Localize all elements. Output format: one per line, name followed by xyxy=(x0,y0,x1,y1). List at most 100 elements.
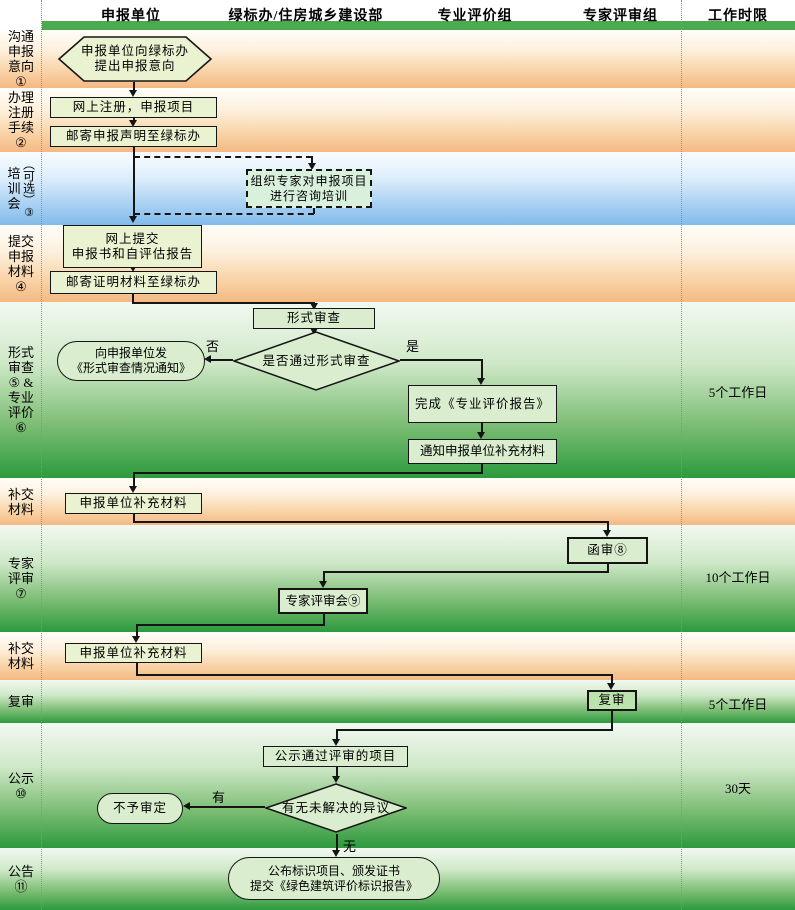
time-limit-re-review: 5个工作日 xyxy=(708,697,768,712)
flow-arrow xyxy=(332,776,340,783)
node-training-dashed: 组织专家对申报项目 进行咨询培训 xyxy=(246,169,372,208)
node-supplement-1: 申报单位补充材料 xyxy=(65,493,202,514)
flow-line xyxy=(136,624,138,637)
row-label-publicity: 公示 ⑩ xyxy=(7,770,34,801)
row-label-expert-review: 专家 评审 ⑦ xyxy=(7,556,34,601)
flow-line xyxy=(481,359,483,379)
node-formal-review: 形式审查 xyxy=(253,308,375,329)
row-label-training: 培 训 会 （可选）③ xyxy=(0,152,42,225)
flow-line xyxy=(481,464,483,474)
flow-arrow xyxy=(183,802,190,810)
node-letter-review: 函审⑧ xyxy=(567,537,648,564)
flow-line xyxy=(323,614,325,626)
flow-line xyxy=(136,674,613,676)
row-label-training-main: 培 训 会 xyxy=(7,166,21,211)
flow-arrow xyxy=(129,486,137,493)
flow-line xyxy=(136,624,325,626)
node-intent-text: 申报单位向绿标办 提出申报意向 xyxy=(80,44,189,73)
flow-line-dashed xyxy=(134,213,314,215)
flow-line xyxy=(611,674,613,684)
flow-arrow xyxy=(607,683,615,690)
time-limit-expert-review: 10个工作日 xyxy=(705,570,771,585)
flow-arrow xyxy=(477,378,485,385)
node-submit-online: 网上提交 申报书和自评估报告 xyxy=(63,225,202,268)
row-bg-expert-review xyxy=(0,525,795,632)
flow-line xyxy=(336,729,338,740)
diamond-shape xyxy=(265,783,407,833)
flow-line xyxy=(132,294,134,304)
flow-line xyxy=(136,663,138,676)
edge-label-no-objection: 无 xyxy=(343,839,357,854)
flow-line xyxy=(132,302,315,304)
row-label-supplement2: 补交 材料 xyxy=(7,641,34,671)
flow-line xyxy=(133,521,609,523)
row-bg-formal-review xyxy=(0,302,795,478)
flow-arrow xyxy=(332,850,340,857)
flow-arrow xyxy=(129,90,137,97)
row-label-register: 办理 注册 手续 ② xyxy=(7,90,34,150)
node-publicity: 公示通过评审的项目 xyxy=(263,746,408,767)
row-label-re-review: 复审 xyxy=(7,694,34,709)
flow-arrow xyxy=(319,581,327,588)
flow-arrow xyxy=(132,636,140,643)
node-expert-meeting: 专家评审会⑨ xyxy=(278,588,368,614)
flow-arrow xyxy=(477,432,485,439)
column-header-time-limit: 工作时限 xyxy=(708,9,768,24)
edge-label-no: 否 xyxy=(206,339,220,354)
hexagon-shape xyxy=(57,36,213,82)
flow-line xyxy=(133,147,135,216)
row-label-training-optional: （可选）③ xyxy=(21,158,36,219)
time-limit-publicity: 30天 xyxy=(724,781,751,796)
node-formal-notice: 向申报单位发 《形式审查情况通知》 xyxy=(57,341,205,381)
flow-line xyxy=(210,359,233,361)
node-reject: 不予审定 xyxy=(97,793,183,824)
node-mail-declaration: 邮寄申报声明至绿标办 xyxy=(50,126,217,147)
flow-line xyxy=(323,571,609,573)
flow-arrow xyxy=(129,216,137,223)
flow-line xyxy=(133,118,135,120)
timeline-divider-line xyxy=(681,0,682,910)
node-complete-report: 完成《专业评价报告》 xyxy=(408,385,557,423)
sidebar-divider-line xyxy=(41,0,42,910)
flow-arrow xyxy=(603,530,611,537)
flow-line-dashed xyxy=(313,208,315,214)
flow-line xyxy=(611,711,613,731)
node-register: 网上注册，申报项目 xyxy=(50,97,217,118)
node-announce: 公布标识项目、颁发证书 提交《绿色建筑评价标识报告》 xyxy=(228,857,440,900)
flow-line xyxy=(336,834,338,851)
flow-line xyxy=(336,729,613,731)
column-header-greenlabel-office: 绿标办/住房城乡建设部 xyxy=(228,9,384,24)
flow-arrow xyxy=(129,120,137,127)
row-label-supplement1: 补交 材料 xyxy=(7,486,34,517)
node-re-review: 复审 xyxy=(587,690,637,711)
node-formal-decision-text: 是否通过形式审查 xyxy=(262,353,371,368)
flow-line xyxy=(323,571,325,582)
row-bg-training xyxy=(0,152,795,225)
node-intent-hexagon: 申报单位向绿标办 提出申报意向 xyxy=(57,36,213,82)
flow-line xyxy=(133,82,135,90)
row-label-intent: 沟通 申报 意向 ① xyxy=(7,29,34,89)
flow-arrow xyxy=(204,355,211,363)
node-notify-supplement: 通知申报单位补充材料 xyxy=(408,439,557,464)
node-mail-evidence: 邮寄证明材料至绿标办 xyxy=(50,271,217,294)
flow-arrow xyxy=(308,163,316,170)
edge-label-has-objection: 有 xyxy=(212,790,226,805)
row-bg-publicity xyxy=(0,723,795,848)
row-label-formal-review: 形式 审查 ⑤ & 专业 评价 ⑥ xyxy=(7,345,34,435)
diamond-shape xyxy=(233,331,400,391)
row-label-announce: 公告 ⑪ xyxy=(7,864,34,894)
flow-line xyxy=(481,423,483,433)
node-objection-decision-text: 有无未解决的异议 xyxy=(281,800,390,815)
flow-line xyxy=(607,521,609,531)
column-header-applicant: 申报单位 xyxy=(101,9,161,24)
flow-line xyxy=(336,767,338,777)
row-bg-re-review xyxy=(0,680,795,723)
flow-arrow xyxy=(332,739,340,746)
flow-line-dashed xyxy=(134,156,312,158)
flow-arrow xyxy=(310,303,318,310)
column-header-evaluation-group: 专业评价组 xyxy=(437,9,513,24)
row-label-submit: 提交 申报 材料 ④ xyxy=(7,233,34,294)
flow-line xyxy=(133,472,483,474)
flow-line xyxy=(190,806,265,808)
